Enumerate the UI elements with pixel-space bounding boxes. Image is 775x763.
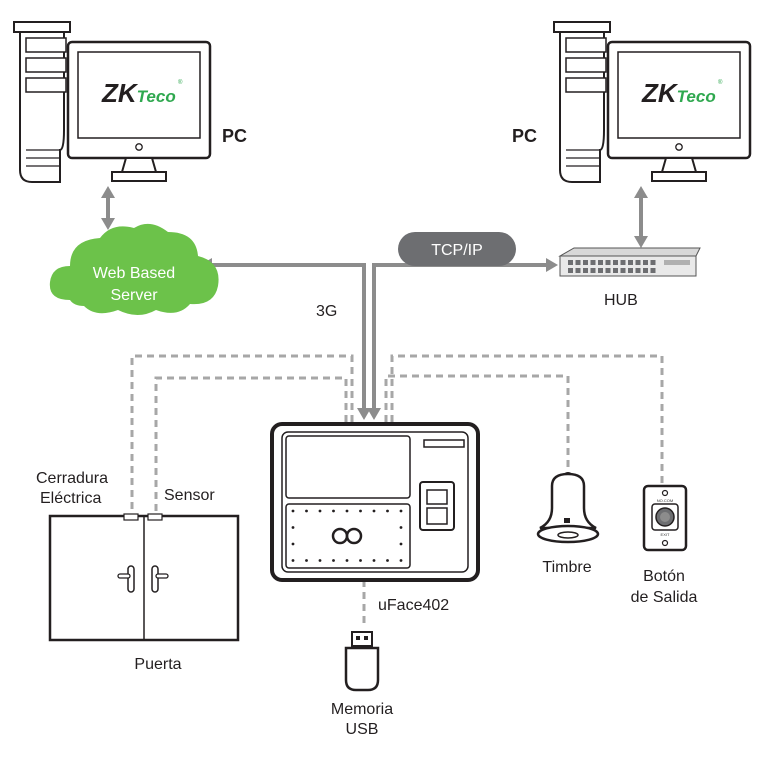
hub-port xyxy=(568,260,573,265)
pc-right-label: PC xyxy=(512,126,537,146)
keypad-dot xyxy=(386,559,389,562)
keypad-dot xyxy=(345,559,349,562)
exit-label-1: Botón xyxy=(643,568,685,585)
bell-icon xyxy=(536,472,600,544)
hub-port xyxy=(628,260,633,265)
hub-port xyxy=(575,260,581,265)
hub-label: HUB xyxy=(604,292,638,309)
usb-label-2: USB xyxy=(346,721,379,738)
sensor-label: Sensor xyxy=(164,487,215,504)
hub-port xyxy=(643,268,648,273)
keypad-dot xyxy=(305,559,308,562)
keypad-dot xyxy=(291,526,295,529)
pc-left: ZKTeco ® xyxy=(13,21,212,183)
tcpip-tag: TCP/IP xyxy=(398,232,516,266)
exit-button-device: EXIT NO.COM xyxy=(642,484,688,552)
hub xyxy=(558,247,701,277)
hub-port xyxy=(598,268,603,273)
keypad-dot xyxy=(318,509,322,513)
keypad-dot xyxy=(291,559,295,562)
hub-port xyxy=(613,260,618,265)
usb-label-1: Memoria xyxy=(331,701,393,718)
hub-port xyxy=(628,268,633,273)
keypad-dot xyxy=(386,509,389,513)
uface402-device xyxy=(270,422,480,582)
door xyxy=(48,513,240,642)
lock-label-2: Eléctrica xyxy=(40,490,101,507)
keypad-dot xyxy=(399,526,403,529)
pc-left-label: PC xyxy=(222,126,247,146)
keypad-dot xyxy=(359,559,362,562)
dashed-wiring xyxy=(130,354,664,628)
hub-port xyxy=(575,268,581,273)
hub-port xyxy=(605,260,611,265)
exit-label-2: de Salida xyxy=(631,589,698,606)
hub-port xyxy=(590,260,596,265)
keypad-dot xyxy=(305,509,308,513)
usb-memory xyxy=(344,631,380,692)
keypad-dot xyxy=(399,509,403,513)
hub-port xyxy=(643,260,648,265)
hub-port xyxy=(598,260,603,265)
keypad-dot xyxy=(332,559,335,562)
hub-port xyxy=(613,268,618,273)
hub-port xyxy=(605,268,611,273)
keypad-dot xyxy=(372,559,376,562)
hub-port xyxy=(620,268,626,273)
hub-port xyxy=(590,268,596,273)
exit-tag: EXIT xyxy=(661,532,670,537)
keypad-dot xyxy=(372,509,376,513)
hub-port xyxy=(650,268,656,273)
keypad-dot xyxy=(399,542,403,546)
hub-port xyxy=(620,260,626,265)
keypad-dot xyxy=(332,509,335,513)
keypad-dot xyxy=(291,542,295,546)
cloud-label-1: Web Based xyxy=(93,265,175,282)
device-label: uFace402 xyxy=(378,597,449,614)
hub-port xyxy=(583,268,588,273)
exit-tag-top: NO.COM xyxy=(657,498,673,503)
logo-left-mark: ® xyxy=(178,79,183,86)
tcpip-label: TCP/IP xyxy=(431,242,483,259)
hub-port xyxy=(650,260,656,265)
keypad-dot xyxy=(291,509,295,513)
door-label: Puerta xyxy=(134,656,181,673)
keypad-dot xyxy=(318,559,322,562)
hub-port xyxy=(568,268,573,273)
cloud-label-2: Server xyxy=(110,287,158,304)
3g-label: 3G xyxy=(316,303,337,320)
cloud-server: Web Based Server xyxy=(49,223,219,315)
keypad-dot xyxy=(359,509,362,513)
logo-right-mark: ® xyxy=(718,79,723,86)
lock-label-1: Cerradura xyxy=(36,470,108,487)
keypad-dot xyxy=(345,509,349,513)
hub-port xyxy=(635,260,641,265)
keypad-dot xyxy=(399,559,403,562)
hub-port xyxy=(635,268,641,273)
bell-label: Timbre xyxy=(542,559,591,576)
pc-right: ZKTeco ® xyxy=(553,21,752,183)
hub-port xyxy=(583,260,588,265)
logo-left: ZKTeco xyxy=(101,78,176,108)
logo-right: ZKTeco xyxy=(641,78,716,108)
